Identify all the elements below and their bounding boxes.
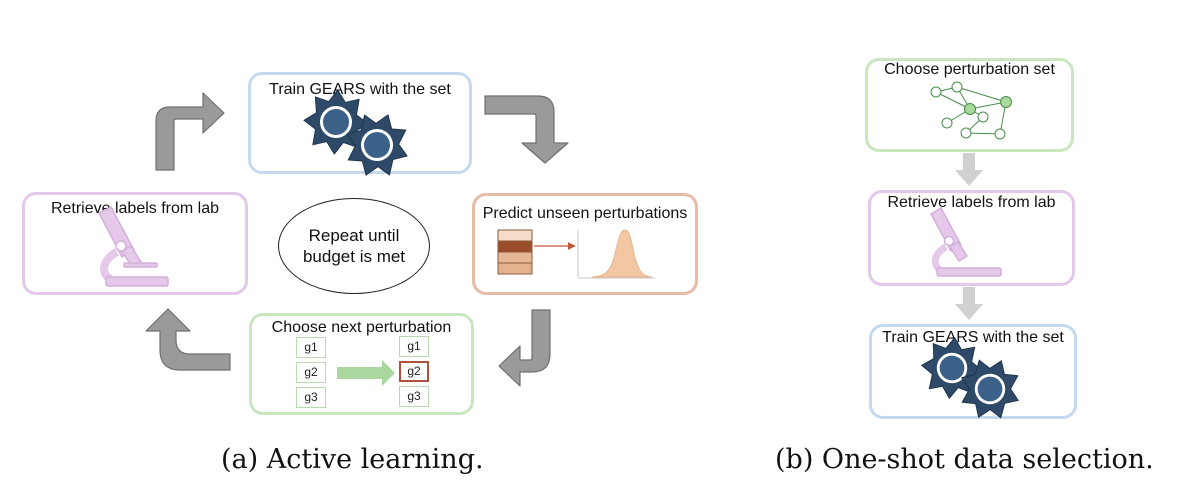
- gene-right-3: g3: [399, 386, 429, 407]
- b-train-gears-title: Train GEARS with the set: [882, 329, 1064, 346]
- arrow-down-icon: [955, 287, 983, 320]
- perturbation-stack-icon: [497, 229, 533, 275]
- predict-unseen-title: Predict unseen perturbations: [482, 205, 688, 222]
- arrow-down-left-icon: [498, 309, 551, 387]
- repeat-until-text: Repeat until budget is met: [302, 226, 406, 266]
- arrow-left-up-icon: [145, 308, 231, 371]
- arrow-up-right-icon: [155, 92, 225, 171]
- caption-one-shot: (b) One-shot data selection.: [775, 444, 1154, 475]
- green-arrow-icon: [337, 360, 395, 386]
- microscope-icon: [930, 207, 1002, 277]
- caption-active-learning: (a) Active learning.: [221, 444, 484, 475]
- choose-next-box: Choose next perturbation: [249, 313, 474, 415]
- gene-left-2: g2: [296, 362, 326, 383]
- gene-right-2-selected: g2: [399, 361, 429, 382]
- microscope-icon: [98, 206, 169, 287]
- arrow-down-icon: [955, 153, 983, 186]
- train-gears-title: Train GEARS with the set: [269, 81, 451, 98]
- choose-next-title: Choose next perturbation: [271, 319, 452, 336]
- b-retrieve-labels-title: Retrieve labels from lab: [887, 194, 1056, 211]
- b-choose-set-title: Choose perturbation set: [884, 61, 1055, 78]
- density-plot-icon: [577, 229, 655, 279]
- repeat-until-ellipse: Repeat until budget is met: [278, 198, 430, 294]
- retrieve-labels-title: Retrieve labels from lab: [50, 200, 220, 217]
- arrow-right-down-icon: [484, 95, 569, 164]
- gene-right-1: g1: [399, 336, 429, 357]
- graph-network-icon: [930, 81, 1012, 140]
- gene-left-1: g1: [296, 337, 326, 358]
- gene-left-3: g3: [296, 387, 326, 408]
